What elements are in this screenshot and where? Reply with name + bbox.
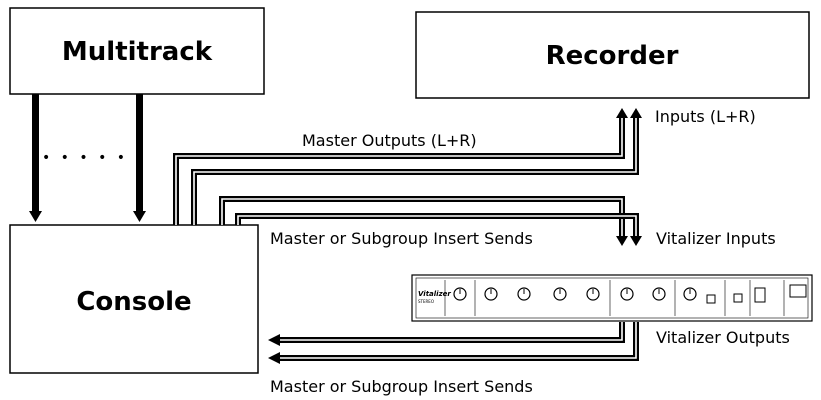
console-box xyxy=(9,224,259,374)
multitrack-to-console-arrows xyxy=(29,94,146,222)
vitalizer-outputs-label: Vitalizer Outputs xyxy=(656,328,790,347)
device-brand: Vitalizer xyxy=(418,290,451,298)
device-model: STEREO xyxy=(418,299,434,304)
insert-sends-bottom-label: Master or Subgroup Insert Sends xyxy=(270,377,533,396)
vitalizer-device: Vitalizer STEREO xyxy=(411,274,813,322)
insert-sends-top-label: Master or Subgroup Insert Sends xyxy=(270,229,533,248)
recorder-input-arrowheads xyxy=(616,108,642,118)
device-knob-pointers xyxy=(459,289,691,294)
device-buttons xyxy=(706,284,807,304)
master-outputs-label: Master Outputs (L+R) xyxy=(302,131,477,150)
multitrack-label: Multitrack xyxy=(62,37,213,67)
channel-ellipsis: • • • • • xyxy=(42,150,128,166)
recorder-label: Recorder xyxy=(546,41,679,71)
console-label: Console xyxy=(76,287,191,317)
vitalizer-input-arrowheads xyxy=(616,236,642,246)
master-output-cables xyxy=(173,118,639,225)
multitrack-box xyxy=(9,7,265,95)
recorder-inputs-label: Inputs (L+R) xyxy=(655,107,756,126)
vitalizer-return-cables xyxy=(280,322,639,361)
vitalizer-inputs-label: Vitalizer Inputs xyxy=(656,229,776,248)
recorder-box xyxy=(415,11,810,99)
console-return-arrowheads xyxy=(268,334,280,364)
insert-send-cables xyxy=(219,196,639,236)
